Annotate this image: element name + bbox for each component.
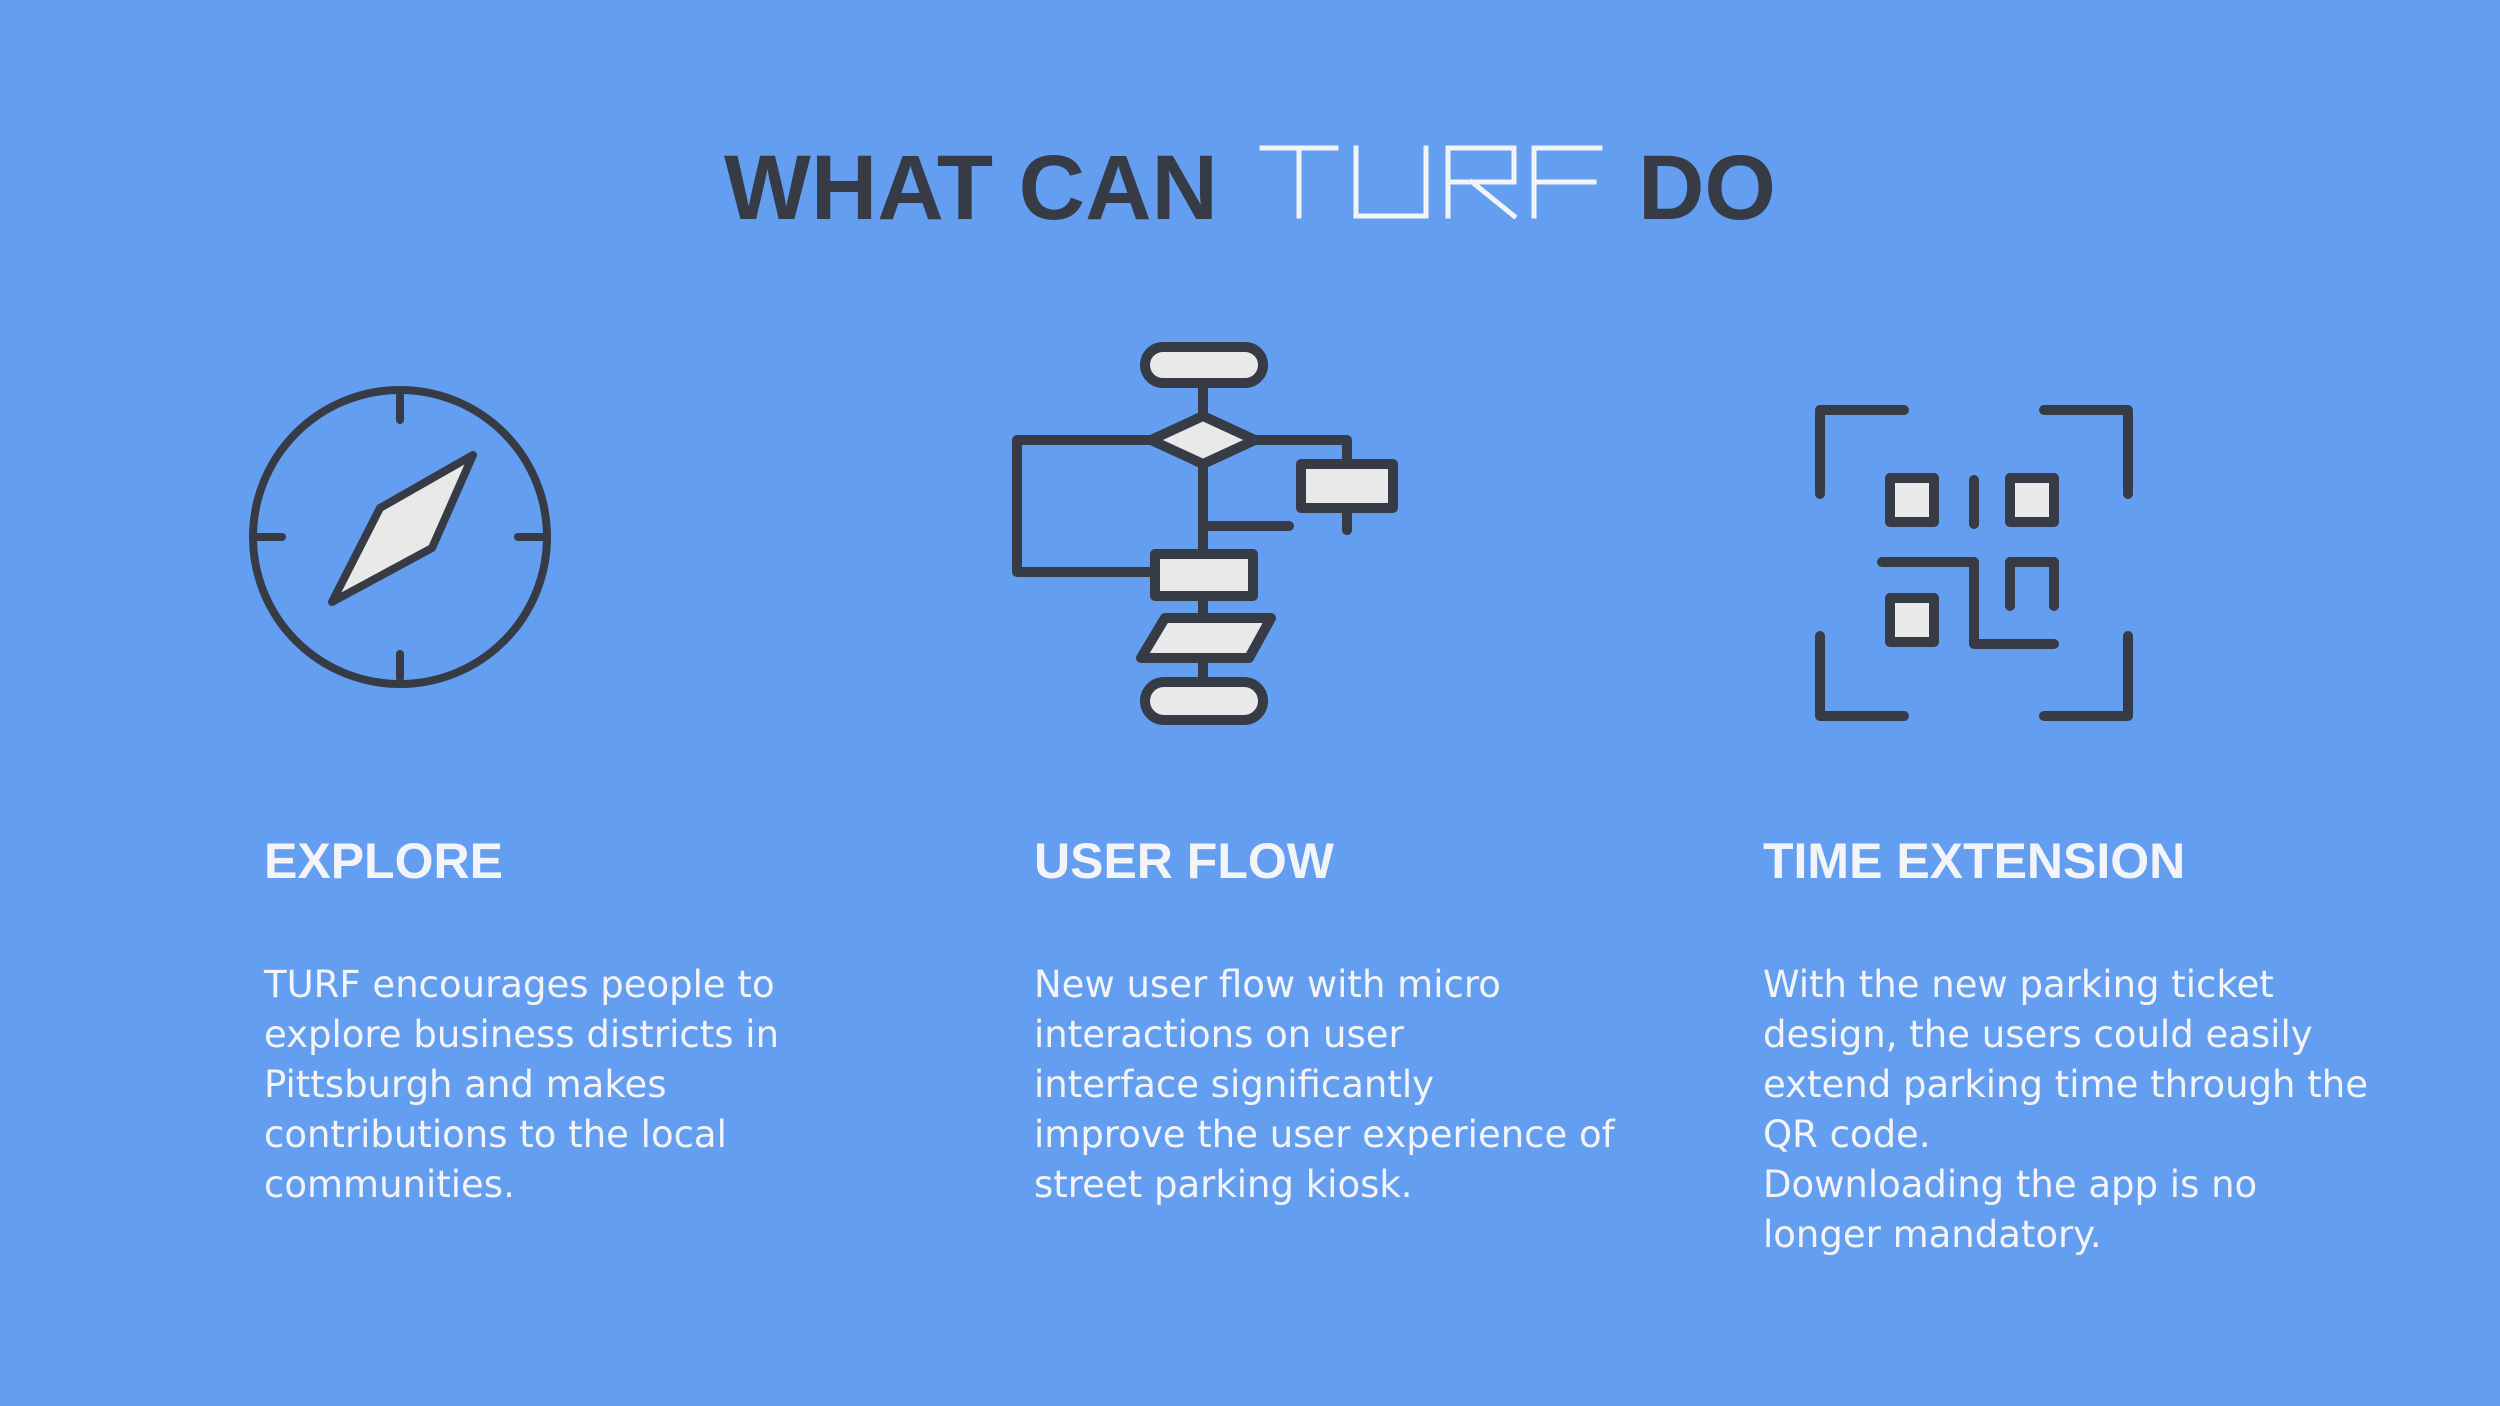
turf-logo	[1258, 142, 1604, 222]
feature-title-time-extension: TIME EXTENSION	[1763, 833, 2186, 889]
title-suffix: DO	[1637, 137, 1776, 239]
qr-code-scan-icon	[1810, 400, 2140, 730]
flowchart-icon	[1005, 340, 1405, 740]
page-title: WHAT CAN DO	[0, 128, 2500, 248]
feature-description-explore: TURF encourages people to explore busine…	[264, 963, 780, 1206]
title-prefix: WHAT CAN	[724, 137, 1218, 239]
feature-description-time-extension: With the new parking ticket design, the …	[1763, 963, 2368, 1256]
compass-icon	[240, 380, 560, 700]
feature-title-explore: EXPLORE	[264, 833, 503, 889]
feature-title-user-flow: USER FLOW	[1034, 833, 1334, 889]
feature-description-user-flow: New user flow with micro interactions on…	[1034, 963, 1615, 1206]
